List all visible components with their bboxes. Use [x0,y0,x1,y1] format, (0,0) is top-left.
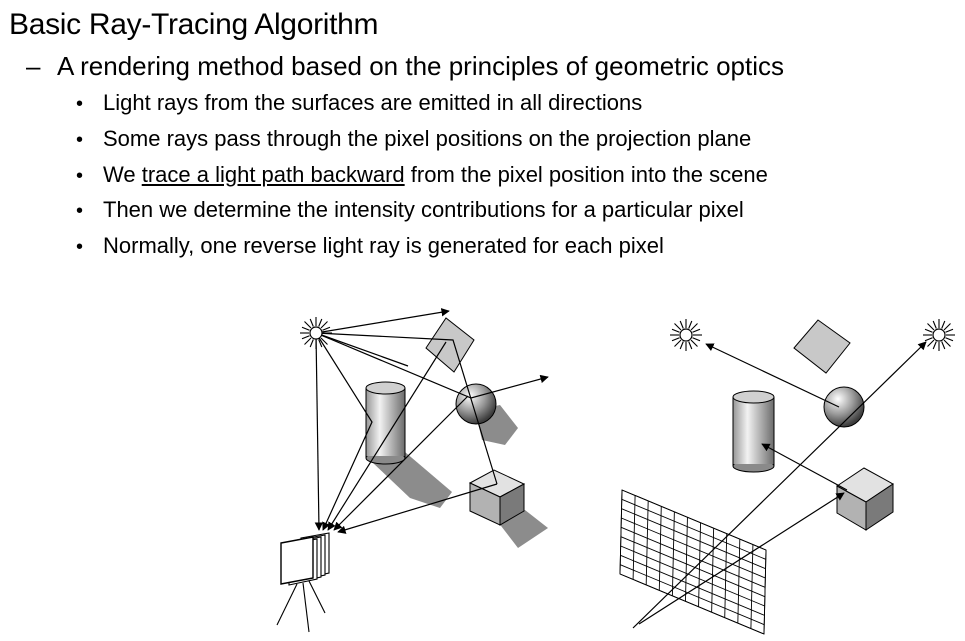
camera-icon [276,532,330,633]
light-source-icon [299,316,333,350]
bullet-text: Some rays pass through the pixel positio… [103,125,752,151]
cylinder [732,390,775,473]
light-source-icon [669,318,703,352]
bullet-text: Then we determine the intensity contribu… [103,197,744,223]
bullet-item: • We trace a light path backward from the… [76,158,768,194]
light-source-icon [922,318,956,352]
bullet-item: • Then we determine the intensity contrib… [76,193,768,229]
bullet-item: • Some rays pass through the pixel positi… [76,122,768,158]
projection-grid [619,489,767,635]
bullet-text: We [103,161,142,187]
sphere [823,386,865,428]
bullet-marker: • [76,128,84,151]
sphere [455,383,497,425]
level1-point: –A rendering method based on the princip… [26,50,784,82]
bullet-marker: • [76,93,84,115]
right-figure [619,318,956,635]
left-rays [314,308,549,534]
bullet-list: • Light rays from the surfaces are emitte… [76,86,768,265]
cylinder-shadow [372,452,452,508]
cube-shadow [498,510,548,548]
right-rays [632,341,927,629]
bullet-text-tail: from the pixel position into the scene [404,161,768,187]
bullet-text: Light rays from the surfaces are emitted… [103,90,643,115]
bullet-item: • Light rays from the surfaces are emitte… [76,86,768,122]
bullet-text: Normally, one reverse light ray is gener… [103,233,664,259]
level1-text: A rendering method based on the principl… [57,51,784,81]
underlined-phrase: trace a light path backward [141,161,405,187]
dash-marker: – [26,51,41,81]
bullet-marker: • [76,164,84,187]
cube [836,467,894,531]
bullet-item: • Normally, one reverse light ray is gene… [76,229,768,265]
diamond-plate [425,317,475,373]
left-figure [276,308,549,633]
diamond-plate [793,319,851,374]
slide-title: Basic Ray-Tracing Algorithm [9,8,379,41]
bullet-marker: • [76,236,84,259]
bullet-marker: • [76,200,84,223]
